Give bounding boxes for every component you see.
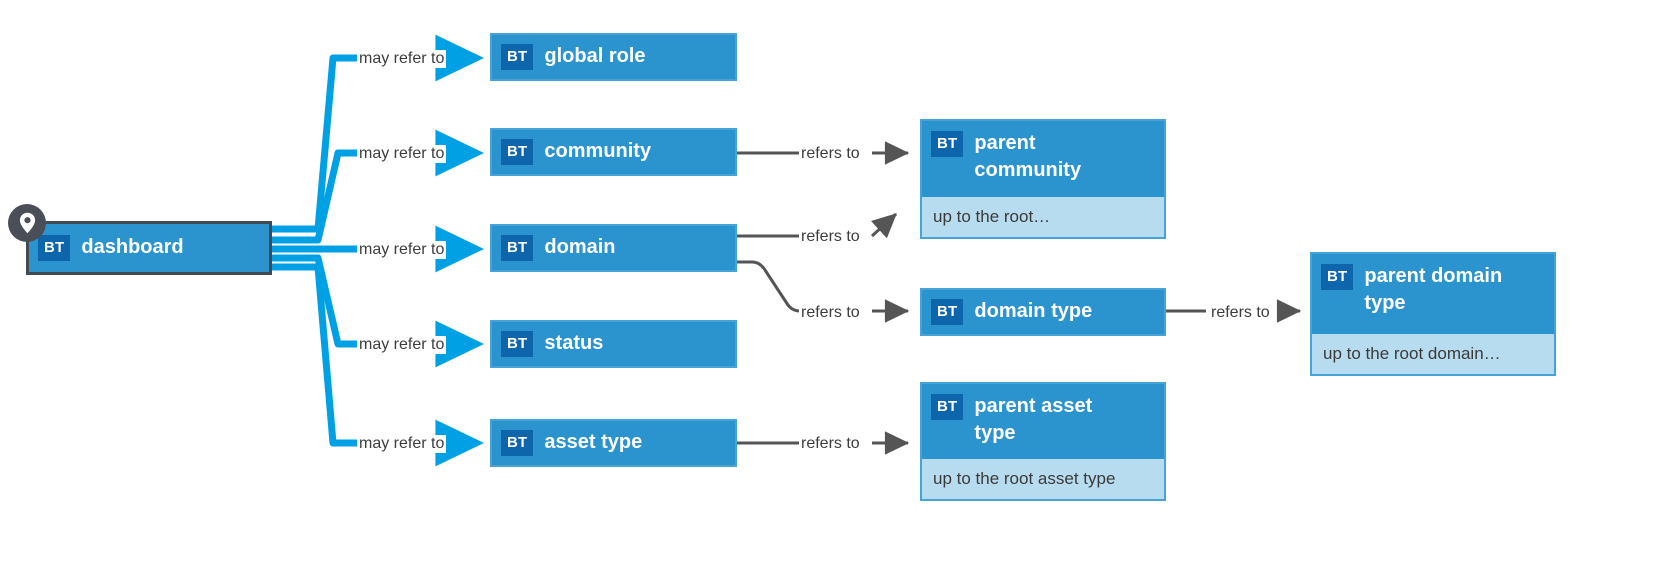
bt-badge-icon: BT	[38, 235, 71, 261]
bt-badge-icon: BT	[501, 331, 534, 357]
node-parent-community[interactable]: BT parent community up to the root…	[920, 119, 1166, 239]
node-domain-type[interactable]: BT domain type	[920, 288, 1166, 336]
node-domain-type-head: BT domain type	[922, 290, 1164, 334]
edge-label-refers-to-parent-domain-type: refers to	[1209, 304, 1272, 322]
edge-label-may-refer-to-status: may refer to	[357, 336, 447, 354]
bt-badge-icon: BT	[931, 131, 964, 157]
node-domain-head: BT domain	[492, 226, 735, 270]
edge-dashboard-community	[272, 149, 362, 244]
location-pin-icon	[8, 204, 46, 242]
node-status-head: BT status	[492, 322, 735, 366]
edge-label-may-refer-to-asset-type: may refer to	[357, 435, 447, 453]
node-global-role[interactable]: BT global role	[490, 33, 737, 81]
bt-badge-icon: BT	[501, 235, 534, 261]
node-parent-asset-type[interactable]: BT parent asset type up to the root asse…	[920, 382, 1166, 501]
primary-edges	[272, 54, 362, 447]
edge-label-may-refer-to-domain: may refer to	[357, 241, 447, 259]
edge-label-refers-to-parent-community: refers to	[799, 145, 862, 163]
node-dashboard-head: BT dashboard	[29, 224, 269, 272]
node-community[interactable]: BT community	[490, 128, 737, 176]
node-parent-community-head: BT parent community	[922, 121, 1164, 197]
node-asset-type-head: BT asset type	[492, 421, 735, 465]
bt-badge-icon: BT	[501, 44, 534, 70]
node-parent-domain-type-head: BT parent domain type	[1312, 254, 1554, 334]
node-domain[interactable]: BT domain	[490, 224, 737, 272]
node-domain-type-label: domain type	[974, 300, 1093, 323]
bt-badge-icon: BT	[1321, 264, 1354, 290]
node-dashboard-label: dashboard	[81, 236, 184, 259]
edge-dashboard-global-role	[272, 54, 360, 233]
node-parent-domain-type-description: up to the root domain…	[1312, 333, 1554, 374]
edge-label-refers-to-parent-asset-type: refers to	[799, 435, 862, 453]
node-asset-type-label: asset type	[544, 431, 643, 454]
node-parent-asset-type-description: up to the root asset type	[922, 458, 1164, 499]
node-parent-asset-type-label: parent asset type	[974, 395, 1093, 445]
node-status[interactable]: BT status	[490, 320, 737, 368]
node-community-label: community	[544, 140, 652, 163]
edge-dashboard-asset-type	[272, 263, 360, 447]
node-parent-asset-type-head: BT parent asset type	[922, 384, 1164, 459]
node-global-role-label: global role	[544, 45, 646, 68]
edge-domain-domain-type-a	[737, 260, 801, 313]
edge-label-may-refer-to-global-role: may refer to	[357, 50, 447, 68]
node-dashboard[interactable]: BT dashboard	[26, 221, 272, 275]
bt-badge-icon: BT	[931, 299, 964, 325]
bt-badge-icon: BT	[501, 430, 534, 456]
primary-edge-arrowheads	[435, 34, 485, 467]
bt-badge-icon: BT	[501, 139, 534, 165]
edge-label-refers-to-parent-community-from-domain: refers to	[799, 228, 862, 246]
node-asset-type[interactable]: BT asset type	[490, 419, 737, 467]
node-parent-community-label: parent community	[974, 132, 1082, 182]
node-global-role-head: BT global role	[492, 35, 735, 79]
node-status-label: status	[544, 332, 604, 355]
node-parent-community-description: up to the root…	[922, 196, 1164, 237]
secondary-edges	[737, 141, 1302, 455]
edge-label-may-refer-to-community: may refer to	[357, 145, 447, 163]
node-domain-label: domain	[544, 236, 616, 259]
node-parent-domain-type-label: parent domain type	[1364, 265, 1503, 315]
edge-label-refers-to-domain-type: refers to	[799, 304, 862, 322]
node-parent-domain-type[interactable]: BT parent domain type up to the root dom…	[1310, 252, 1556, 376]
edge-domain-parent-community-b	[870, 212, 898, 239]
node-community-head: BT community	[492, 130, 735, 174]
bt-badge-icon: BT	[931, 394, 964, 420]
edge-dashboard-status	[272, 254, 362, 348]
